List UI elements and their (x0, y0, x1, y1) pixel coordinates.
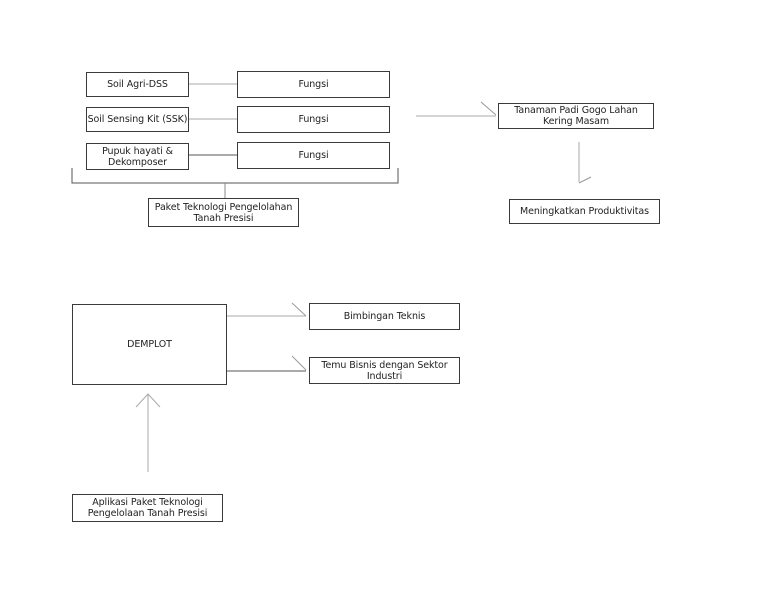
application-label: Aplikasi Paket Teknologi Pengelolaan Tan… (87, 497, 208, 519)
function-label: Fungsi (298, 79, 329, 90)
grouping-bracket (71, 168, 399, 184)
technology-package-box: Paket Teknologi Pengelolahan Tanah Presi… (148, 198, 299, 227)
demplot-box: DEMPLOT (72, 304, 227, 385)
target-label: Tanaman Padi Gogo Lahan Kering Masam (514, 105, 638, 127)
arrowhead-to-demplot (135, 393, 161, 408)
component-label: Pupuk hayati & Dekomposer (102, 145, 173, 168)
component-label: Soil Agri-DSS (107, 79, 168, 90)
arrowhead-to-outcome (578, 176, 592, 184)
demplot-label: DEMPLOT (127, 339, 172, 350)
package-label: Paket Teknologi Pengelolahan Tanah Presi… (154, 201, 293, 224)
temu-bisnis-box: Temu Bisnis dengan Sektor Industri (309, 357, 460, 384)
bimtek-box: Bimbingan Teknis (309, 303, 460, 330)
bimtek-label: Bimbingan Teknis (343, 311, 426, 322)
component-soil-agri-dss: Soil Agri-DSS (86, 72, 189, 97)
component-soil-sensing-kit: Soil Sensing Kit (SSK) (86, 107, 189, 132)
function-box-3: Fungsi (237, 142, 390, 169)
arrowhead-to-temu-bisnis (291, 355, 307, 371)
arrowhead-to-bimtek (291, 302, 307, 317)
component-pupuk-hayati: Pupuk hayati & Dekomposer (86, 143, 189, 170)
target-crop-box: Tanaman Padi Gogo Lahan Kering Masam (498, 103, 654, 129)
function-label: Fungsi (298, 114, 329, 125)
function-box-1: Fungsi (237, 71, 390, 98)
outcome-label: Meningkatkan Produktivitas (520, 206, 649, 217)
function-box-2: Fungsi (237, 106, 390, 133)
function-label: Fungsi (298, 150, 329, 161)
outcome-box: Meningkatkan Produktivitas (509, 199, 660, 224)
component-label: Soil Sensing Kit (SSK) (87, 114, 188, 125)
temu-bisnis-label: Temu Bisnis dengan Sektor Industri (321, 359, 448, 382)
application-box: Aplikasi Paket Teknologi Pengelolaan Tan… (72, 494, 223, 522)
arrowhead-to-target (480, 101, 497, 116)
